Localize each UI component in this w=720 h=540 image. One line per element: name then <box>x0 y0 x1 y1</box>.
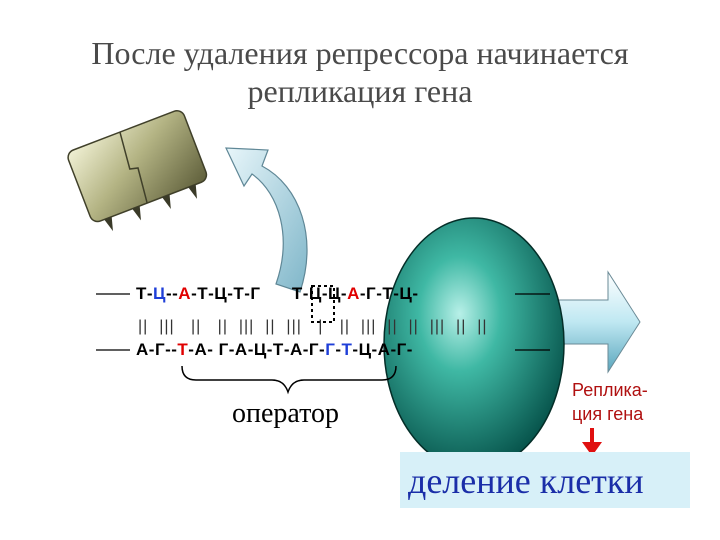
dna-segment: А <box>178 284 192 303</box>
dna-segment: -Т-Ц-Т-Г <box>191 284 261 303</box>
dna-segment <box>261 284 292 303</box>
replication-label-line-2: ция гена <box>572 404 644 424</box>
dna-segment: -- <box>165 284 179 303</box>
division-label: деление клетки <box>408 461 644 501</box>
down-arrow-icon <box>582 428 602 456</box>
dna-hydrogen-bonds: || ||| || || ||| || ||| | || ||| || || |… <box>138 318 488 335</box>
page-title: После удаления репрессора начинается реп… <box>0 34 720 110</box>
dna-top-strand: Т-Ц--А-Т-Ц-Т-Г Т-Ц-Ц-А-Г-Т-Ц- <box>136 284 418 304</box>
curved-arrow-icon <box>225 147 308 293</box>
empty-binding-site <box>311 285 335 323</box>
dna-segment: -А- Г-А-Ц-Т-А-Г- <box>188 340 326 359</box>
operator-label: оператор <box>232 398 339 429</box>
operator-brace <box>181 365 397 395</box>
dna-bottom-strand: А-Г--Т-А- Г-А-Ц-Т-А-Г-Г-Т-Ц-А-Г- <box>136 340 413 360</box>
division-box <box>400 452 690 508</box>
dna-segment: Ц <box>153 284 166 303</box>
dna-segment: Т <box>341 340 353 359</box>
dna-segment: -Г-Т-Ц- <box>359 284 419 303</box>
dna-segment: Т <box>177 340 189 359</box>
dna-segment: А-Г-- <box>136 340 178 359</box>
replication-label: Реплика- ция гена <box>572 378 672 426</box>
dna-segment: А <box>347 284 360 303</box>
dna-segment: - <box>335 340 342 359</box>
title-line-2: репликация гена <box>247 73 473 109</box>
dna-segment: Т-Ц-Ц- <box>291 284 348 303</box>
dna-segment: Т- <box>136 284 154 303</box>
dna-segment: -Ц-А-Г- <box>352 340 413 359</box>
dna-segment: Г <box>325 340 336 359</box>
title-line-1: После удаления репрессора начинается <box>91 35 629 71</box>
replication-label-line-1: Реплика- <box>572 380 648 400</box>
repressor-block-icon <box>67 110 208 232</box>
